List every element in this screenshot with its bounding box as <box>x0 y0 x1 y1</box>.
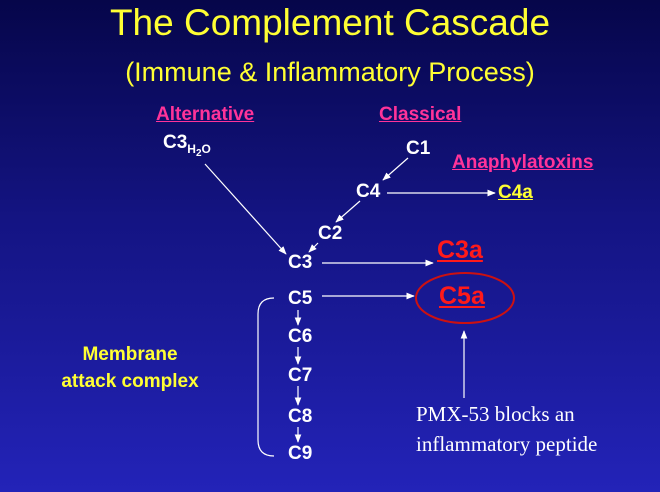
page-subtitle: (Immune & Inflammatory Process) <box>125 57 535 87</box>
arrow-c4-to-c2 <box>335 200 361 223</box>
arrow-c2-to-c3 <box>308 242 319 253</box>
mac-bracket <box>257 297 275 457</box>
c3-h2o-main: C3 <box>163 132 188 153</box>
note-line-2: inflammatory peptide <box>416 432 598 456</box>
note-line-1: PMX-53 blocks an <box>416 402 575 426</box>
c3-h2o-sub-o: O <box>201 142 211 156</box>
page-title: The Complement Cascade <box>109 2 551 43</box>
node-c7: C7 <box>288 365 313 386</box>
node-c1: C1 <box>406 138 431 159</box>
node-c4: C4 <box>356 181 381 202</box>
anaphylatoxin-c4a: C4a <box>498 182 533 203</box>
node-c5: C5 <box>288 288 313 309</box>
c3-h2o-sub-2: 2 <box>195 148 202 159</box>
node-c8: C8 <box>288 406 313 427</box>
anaphylatoxin-c3a: C3a <box>437 236 483 264</box>
node-c9: C9 <box>288 443 313 464</box>
arrow-c3h2o-to-c3 <box>204 163 287 255</box>
c3-h2o-sub-h: H <box>187 142 196 156</box>
node-c3: C3 <box>288 252 313 273</box>
alternative-pathway-label: Alternative <box>156 104 255 125</box>
anaphylatoxin-c5a: C5a <box>439 282 485 310</box>
node-c2: C2 <box>318 223 343 244</box>
node-c6: C6 <box>288 326 313 347</box>
mac-line-1: Membrane <box>82 344 178 365</box>
anaphylatoxins-heading: Anaphylatoxins <box>452 152 594 173</box>
arrow-c1-to-c4 <box>382 157 409 181</box>
c5a-highlight-ellipse <box>415 272 515 324</box>
c3-h2o-label: C3H2O <box>163 132 211 159</box>
membrane-attack-complex-label: Membrane attack complex <box>48 341 212 395</box>
c3-h2o-subscript: H2O <box>187 142 211 159</box>
pmx53-note: PMX-53 blocks an inflammatory peptide <box>416 399 597 459</box>
classical-pathway-label: Classical <box>379 104 462 125</box>
mac-line-2: attack complex <box>61 371 199 392</box>
